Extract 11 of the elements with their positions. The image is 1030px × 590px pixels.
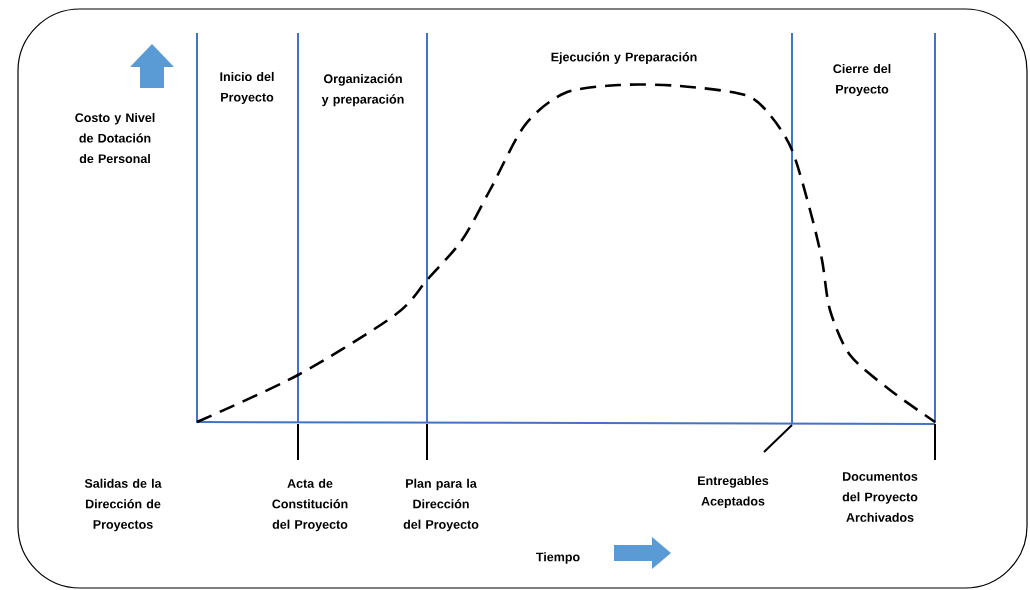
label-text: Acta de Constitución del Proyecto: [272, 478, 348, 532]
label-text: Ejecución y Preparación: [551, 52, 697, 64]
label-text: Cierre del Proyecto: [833, 63, 891, 97]
label-text: Tiempo: [536, 552, 580, 564]
label-text: Entregables Aceptados: [698, 475, 769, 509]
label-text: Organización y preparación: [321, 73, 404, 107]
label-text: Costo y Nivel de Dotación de Personal: [75, 112, 155, 164]
label-text: Plan para la Dirección del Proyecto: [403, 478, 479, 532]
label-text: Documentos del Proyecto Archivados: [842, 472, 918, 522]
label-text: Salidas de la Dirección de Proyectos: [84, 478, 162, 532]
label-text: Inicio del Proyecto: [220, 71, 274, 105]
